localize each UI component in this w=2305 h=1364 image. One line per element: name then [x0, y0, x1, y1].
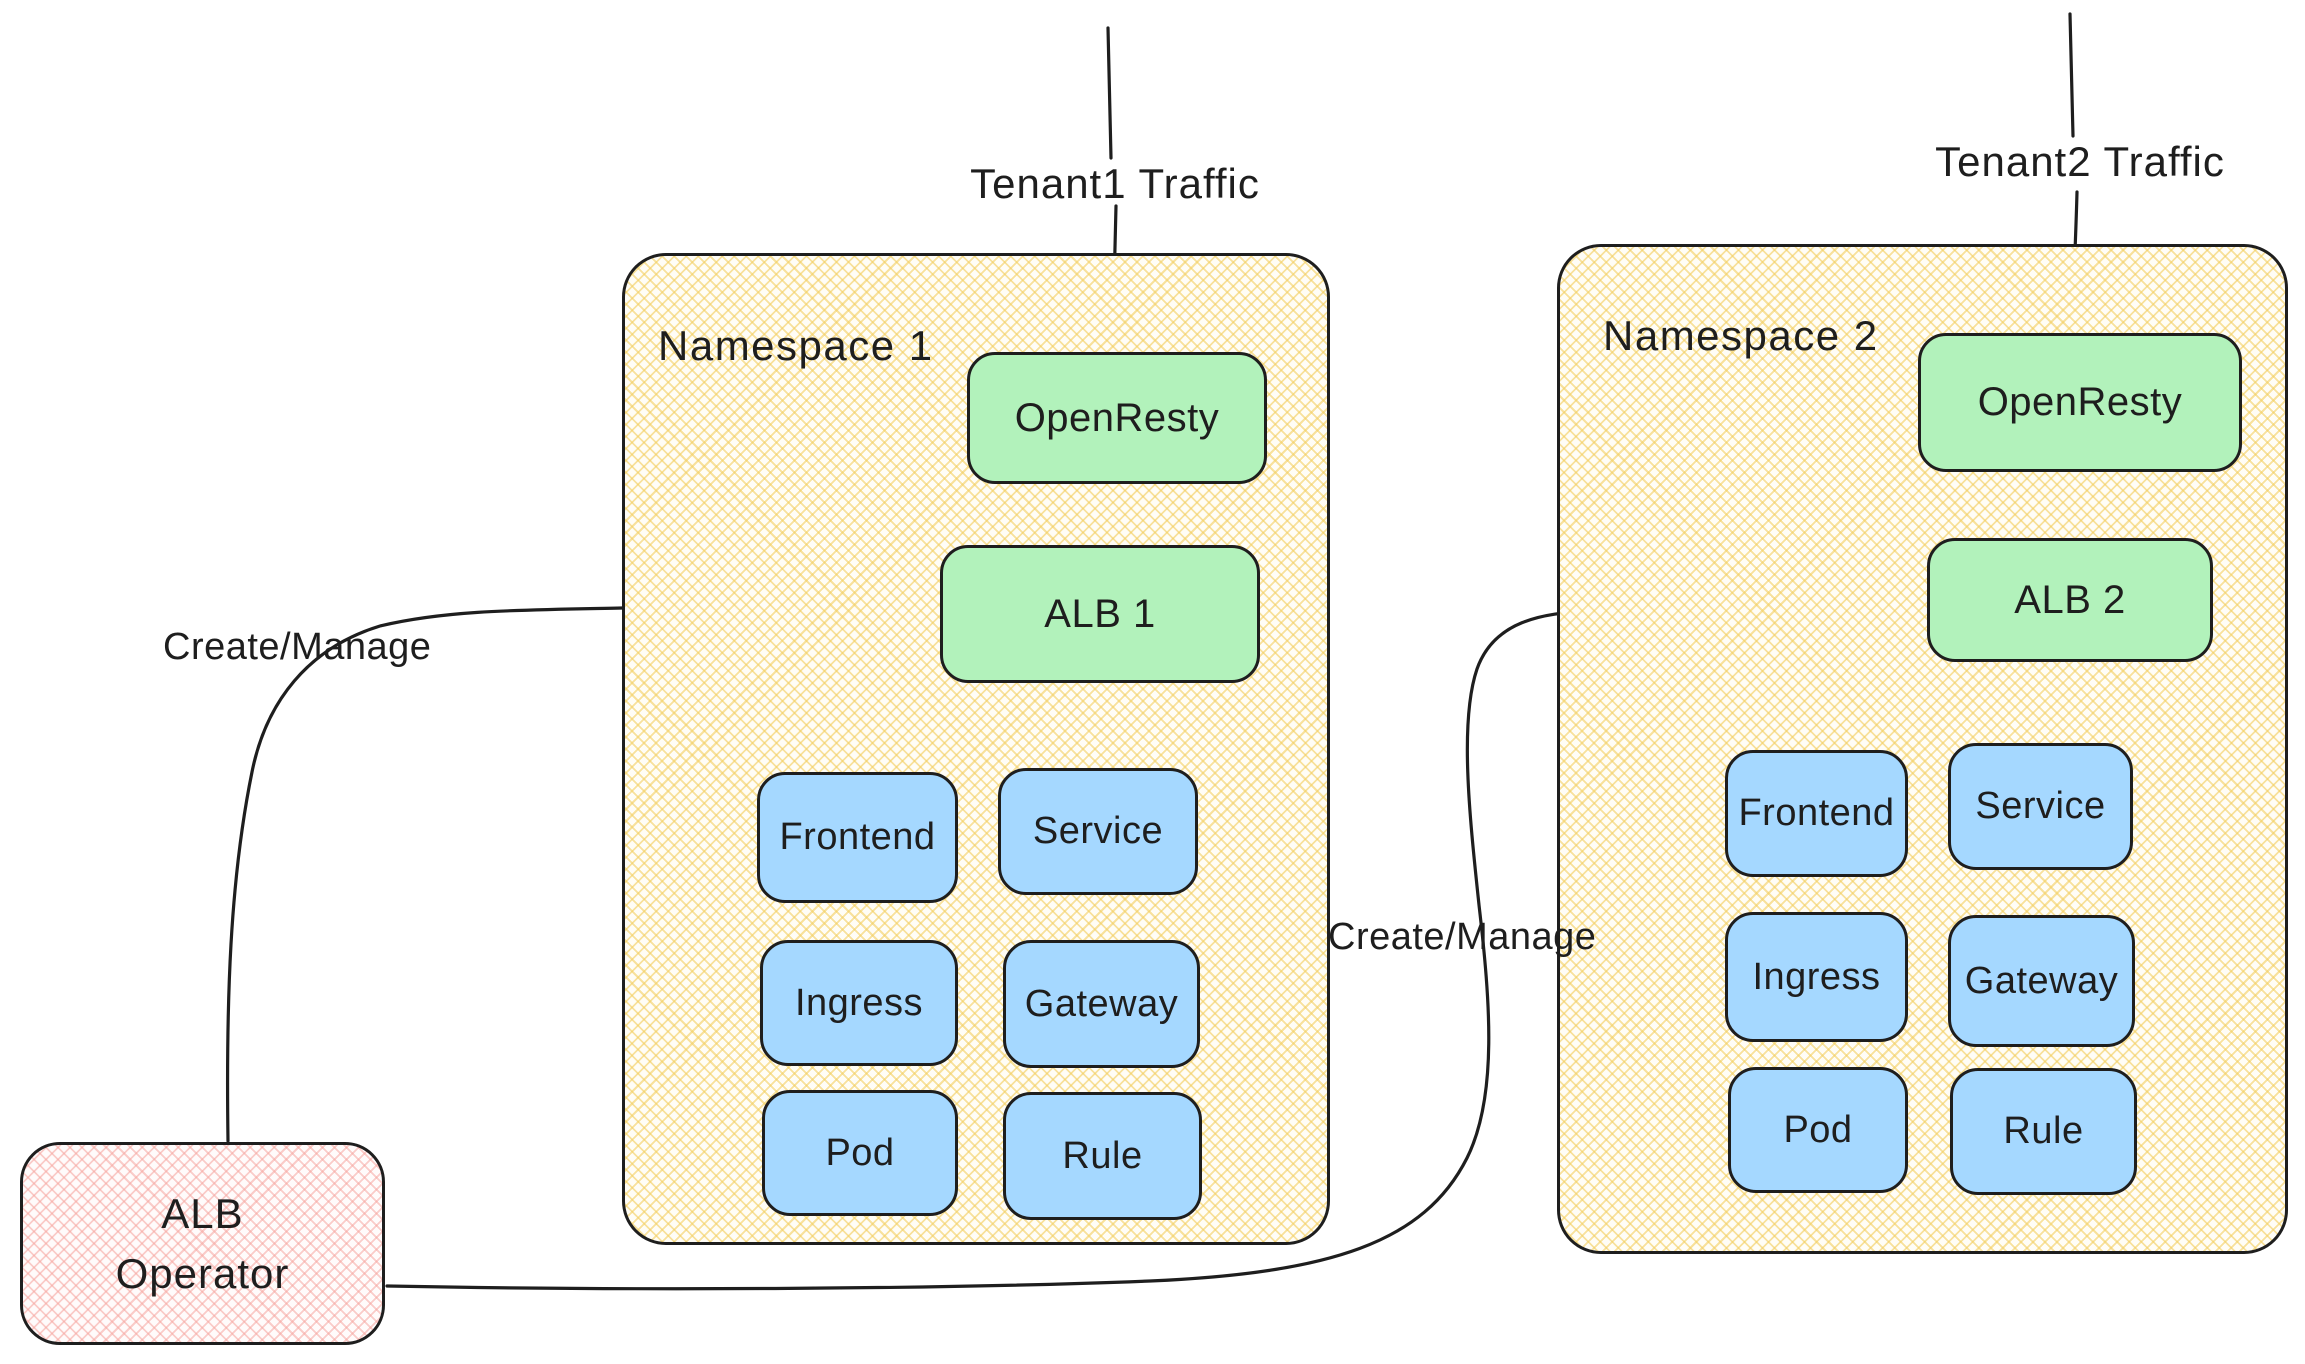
ns1-alb-label: ALB 1 — [1044, 591, 1156, 636]
ns2-service-label: Service — [1975, 785, 2106, 827]
namespace-2-title: Namespace 2 — [1603, 312, 1879, 359]
alb-operator-label-line1: ALB — [161, 1189, 244, 1237]
ns2-frontend-label: Frontend — [1738, 792, 1895, 834]
ns2-openresty-label: OpenResty — [1977, 380, 2183, 424]
tenant1-traffic-label: Tenant1 Traffic — [970, 160, 1260, 207]
ns2-resource-gateway: Gateway — [1948, 915, 2135, 1047]
ns1-pod-label: Pod — [825, 1131, 895, 1174]
ns1-rule-label: Rule — [1062, 1134, 1143, 1177]
ns2-resource-rule: Rule — [1950, 1068, 2137, 1195]
ns2-resource-frontend: Frontend — [1725, 750, 1908, 877]
ns2-resource-pod: Pod — [1728, 1067, 1908, 1193]
ns2-pod-label: Pod — [1783, 1108, 1853, 1151]
ns2-openresty-node: OpenResty — [1918, 333, 2242, 472]
ns1-resource-pod: Pod — [762, 1090, 958, 1216]
ns1-openresty-node: OpenResty — [967, 352, 1267, 484]
ns2-resource-service: Service — [1948, 743, 2133, 870]
ns2-resource-ingress: Ingress — [1725, 912, 1908, 1042]
ns2-ingress-label: Ingress — [1752, 955, 1881, 998]
ns1-ingress-label: Ingress — [794, 981, 924, 1024]
ns1-gateway-label: Gateway — [1024, 982, 1179, 1025]
ns1-resource-ingress: Ingress — [760, 940, 958, 1066]
ns1-alb-node: ALB 1 — [940, 545, 1260, 683]
ns1-resource-service: Service — [998, 768, 1198, 895]
ns1-resource-gateway: Gateway — [1003, 940, 1200, 1068]
namespace-1-title: Namespace 1 — [658, 322, 934, 369]
ns2-gateway-label: Gateway — [1964, 959, 2119, 1002]
ns2-alb-node: ALB 2 — [1927, 538, 2213, 662]
ns1-frontend-label: Frontend — [779, 816, 936, 858]
ns1-resource-rule: Rule — [1003, 1092, 1202, 1220]
ns1-openresty-label: OpenResty — [1014, 395, 1220, 440]
create-manage-label-left: Create/Manage — [163, 626, 432, 668]
ns1-service-label: Service — [1032, 810, 1164, 852]
ns1-resource-frontend: Frontend — [757, 772, 958, 903]
tenant2-traffic-label: Tenant2 Traffic — [1935, 138, 2225, 185]
alb-operator-label-line2: Operator — [115, 1249, 290, 1297]
create-manage-label-right: Create/Manage — [1328, 916, 1597, 958]
ns2-rule-label: Rule — [2003, 1110, 2084, 1152]
alb-operator-node: ALB Operator — [20, 1142, 385, 1345]
ns2-alb-label: ALB 2 — [2014, 577, 2126, 622]
